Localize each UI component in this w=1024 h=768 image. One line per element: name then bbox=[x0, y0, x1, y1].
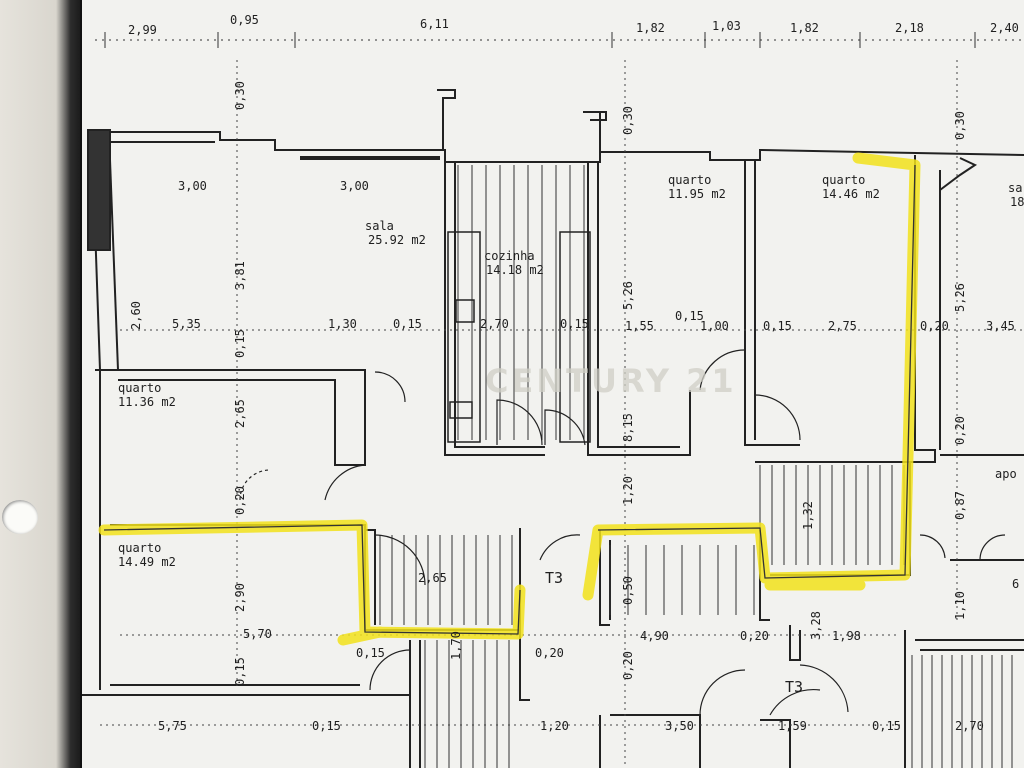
walls bbox=[82, 89, 1024, 768]
svg-text:0,30: 0,30 bbox=[233, 81, 247, 110]
svg-text:0,15: 0,15 bbox=[233, 329, 247, 358]
svg-text:11.36 m2: 11.36 m2 bbox=[118, 395, 176, 409]
svg-text:1,82: 1,82 bbox=[636, 21, 665, 35]
svg-text:3,81: 3,81 bbox=[233, 261, 247, 290]
svg-text:1,59: 1,59 bbox=[778, 719, 807, 733]
svg-text:0,95: 0,95 bbox=[230, 13, 259, 27]
svg-text:3,00: 3,00 bbox=[340, 179, 369, 193]
svg-text:1,20: 1,20 bbox=[621, 476, 635, 505]
svg-text:1,30: 1,30 bbox=[328, 317, 357, 331]
top-dimension-line bbox=[95, 32, 1024, 48]
svg-text:11.95 m2: 11.95 m2 bbox=[668, 187, 726, 201]
plan-labels: 2,99 0,95 6,11 1,82 1,03 1,82 2,18 2,40 … bbox=[118, 13, 1024, 733]
svg-text:0,20: 0,20 bbox=[920, 319, 949, 333]
svg-text:quarto: quarto bbox=[118, 381, 161, 395]
stairs-hatching bbox=[379, 165, 1013, 768]
svg-text:sa: sa bbox=[1008, 181, 1022, 195]
punch-hole bbox=[2, 500, 38, 534]
svg-text:1,55: 1,55 bbox=[625, 319, 654, 333]
svg-text:T3: T3 bbox=[785, 678, 803, 696]
svg-text:1,20: 1,20 bbox=[540, 719, 569, 733]
svg-text:0,15: 0,15 bbox=[233, 657, 247, 686]
floor-plan-drawing: 2,99 0,95 6,11 1,82 1,03 1,82 2,18 2,40 … bbox=[80, 0, 1024, 768]
svg-text:25.92 m2: 25.92 m2 bbox=[368, 233, 426, 247]
svg-text:T3: T3 bbox=[545, 569, 563, 587]
svg-text:1,10: 1,10 bbox=[953, 591, 967, 620]
watermark: CENTURY 21 bbox=[485, 362, 737, 400]
svg-text:0,20: 0,20 bbox=[535, 646, 564, 660]
svg-text:0,15: 0,15 bbox=[872, 719, 901, 733]
svg-text:0,15: 0,15 bbox=[560, 317, 589, 331]
svg-text:6: 6 bbox=[1012, 577, 1019, 591]
svg-text:1,98: 1,98 bbox=[832, 629, 861, 643]
svg-text:14.18 m2: 14.18 m2 bbox=[486, 263, 544, 277]
svg-text:3,00: 3,00 bbox=[178, 179, 207, 193]
floor-plan-sheet: 2,99 0,95 6,11 1,82 1,03 1,82 2,18 2,40 … bbox=[80, 0, 1024, 768]
svg-text:5,26: 5,26 bbox=[621, 281, 635, 310]
svg-text:3,50: 3,50 bbox=[665, 719, 694, 733]
svg-text:0,15: 0,15 bbox=[356, 646, 385, 660]
highlighter-lines bbox=[103, 164, 916, 635]
svg-text:0,50: 0,50 bbox=[621, 576, 635, 605]
svg-text:2,75: 2,75 bbox=[828, 319, 857, 333]
svg-text:3,45: 3,45 bbox=[986, 319, 1015, 333]
vertical-dims: 0,30 0,30 0,30 3,81 5,26 5,26 2,60 0,15 … bbox=[129, 81, 967, 686]
svg-text:1,32: 1,32 bbox=[801, 501, 815, 530]
svg-text:0,30: 0,30 bbox=[621, 106, 635, 135]
svg-text:3,28: 3,28 bbox=[809, 611, 823, 640]
svg-text:5,75: 5,75 bbox=[158, 719, 187, 733]
svg-text:2,65: 2,65 bbox=[418, 571, 447, 585]
svg-text:2,60: 2,60 bbox=[129, 301, 143, 330]
svg-text:1,03: 1,03 bbox=[712, 19, 741, 33]
svg-text:0,15: 0,15 bbox=[393, 317, 422, 331]
svg-text:0,20: 0,20 bbox=[233, 486, 247, 515]
svg-text:5,26: 5,26 bbox=[953, 283, 967, 312]
svg-text:14.46 m2: 14.46 m2 bbox=[822, 187, 880, 201]
svg-text:0,20: 0,20 bbox=[740, 629, 769, 643]
svg-text:14.49 m2: 14.49 m2 bbox=[118, 555, 176, 569]
svg-text:2,90: 2,90 bbox=[233, 583, 247, 612]
svg-text:2,70: 2,70 bbox=[480, 317, 509, 331]
svg-text:1,70: 1,70 bbox=[449, 631, 463, 660]
svg-text:5,70: 5,70 bbox=[243, 627, 272, 641]
svg-text:18: 18 bbox=[1010, 195, 1024, 209]
svg-text:apo: apo bbox=[995, 467, 1017, 481]
svg-text:0,20: 0,20 bbox=[953, 416, 967, 445]
paper-margin bbox=[0, 0, 80, 768]
svg-text:0,15: 0,15 bbox=[312, 719, 341, 733]
svg-text:cozinha: cozinha bbox=[484, 249, 535, 263]
svg-text:0,15: 0,15 bbox=[675, 309, 704, 323]
svg-text:2,70: 2,70 bbox=[955, 719, 984, 733]
svg-text:5,35: 5,35 bbox=[172, 317, 201, 331]
svg-text:0,87: 0,87 bbox=[953, 491, 967, 520]
svg-text:4,90: 4,90 bbox=[640, 629, 669, 643]
svg-text:6,11: 6,11 bbox=[420, 17, 449, 31]
svg-text:1,00: 1,00 bbox=[700, 319, 729, 333]
svg-text:0,30: 0,30 bbox=[953, 111, 967, 140]
svg-text:sala: sala bbox=[365, 219, 394, 233]
svg-text:quarto: quarto bbox=[668, 173, 711, 187]
svg-text:0,15: 0,15 bbox=[763, 319, 792, 333]
svg-text:8,15: 8,15 bbox=[621, 413, 635, 442]
svg-text:quarto: quarto bbox=[118, 541, 161, 555]
svg-text:2,99: 2,99 bbox=[128, 23, 157, 37]
svg-text:2,40: 2,40 bbox=[990, 21, 1019, 35]
svg-text:0,20: 0,20 bbox=[621, 651, 635, 680]
svg-text:2,18: 2,18 bbox=[895, 21, 924, 35]
door-swings bbox=[239, 349, 1006, 716]
kitchen-counter bbox=[447, 231, 591, 443]
svg-text:quarto: quarto bbox=[822, 173, 865, 187]
svg-text:2,65: 2,65 bbox=[233, 399, 247, 428]
svg-text:1,82: 1,82 bbox=[790, 21, 819, 35]
